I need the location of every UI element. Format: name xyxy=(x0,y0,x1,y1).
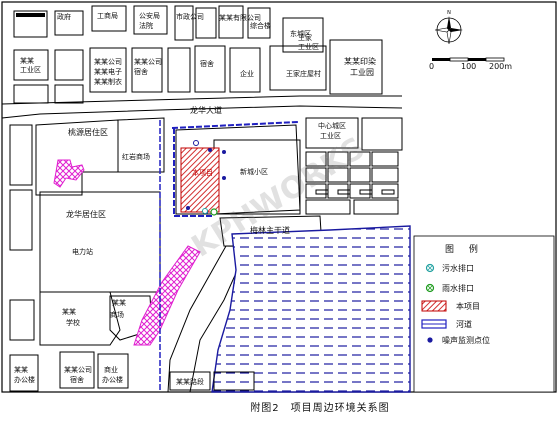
legend-item-project-area: 本项目 xyxy=(420,300,550,314)
map-label: 中心城区 xyxy=(318,122,346,130)
svg-text:N: N xyxy=(447,10,451,16)
map-label: 某某有限公司 xyxy=(219,14,261,22)
river-swatch xyxy=(421,319,447,329)
legend-label: 噪声监测点位 xyxy=(442,336,490,345)
legend-title: 图 例 xyxy=(445,245,484,255)
map-label: 法院 xyxy=(139,22,153,30)
legend-item-river: 河道 xyxy=(420,318,550,332)
project-area-swatch xyxy=(421,300,447,312)
map-label: 宿舍 xyxy=(134,68,148,76)
map-label: 东城区 xyxy=(290,30,311,38)
map-label: 办公楼 xyxy=(14,376,35,384)
map-label: 电力站 xyxy=(72,248,93,256)
compass-rose-icon: N xyxy=(434,10,463,45)
map-label: 政府 xyxy=(57,13,71,21)
scale-bar xyxy=(432,57,505,62)
road-label: 龙华大道 xyxy=(190,106,222,115)
map-label: 某某 xyxy=(20,57,34,65)
map-label: 工业区 xyxy=(20,66,41,74)
map-label: 综合楼 xyxy=(250,22,271,30)
map-label: 工商局 xyxy=(97,12,118,20)
map-label: 商场 xyxy=(110,311,124,319)
sewage-outlet-icon xyxy=(425,263,435,273)
map-label: 桃源居住区 xyxy=(68,128,108,137)
map-label: 宿舍 xyxy=(200,60,214,68)
legend-item-rain-outlet: 雨水排口 xyxy=(420,282,550,296)
map-label: 某某 xyxy=(112,299,126,307)
map-label: 工业区 xyxy=(298,43,319,51)
scale-zero: 0 xyxy=(429,62,435,71)
rain-outlet-icon xyxy=(425,283,435,293)
map-label: 宿舍 xyxy=(70,376,84,384)
noise-point-icon xyxy=(427,337,433,343)
map-label: 市政公司 xyxy=(176,13,204,21)
map-label: 某某 xyxy=(62,308,76,316)
map-label: 工业园 xyxy=(350,68,374,77)
map-label: 某某 xyxy=(14,366,28,374)
legend-label: 本项目 xyxy=(456,302,480,311)
legend-label: 河道 xyxy=(456,320,472,329)
map-label: 红岩商场 xyxy=(122,153,150,161)
map-label: 新城小区 xyxy=(240,168,268,176)
legend-item-sewage-outlet: 污水排口 xyxy=(420,262,550,276)
map-label: 某某制衣 xyxy=(94,78,122,86)
map-label: 公安局 xyxy=(139,12,160,20)
legend-item-noise-point: 噪声监测点位 xyxy=(420,334,550,348)
scale-mid: 100 xyxy=(461,62,477,71)
map-label: 企业 xyxy=(240,70,254,78)
map-label: 办公楼 xyxy=(102,376,123,384)
map-label: 商业 xyxy=(104,366,118,374)
scale-end: 200m xyxy=(489,62,513,71)
legend-label: 污水排口 xyxy=(442,264,474,273)
project-label: 本项目 xyxy=(192,169,213,177)
map-label: 某某印染 xyxy=(344,57,376,66)
map-label: 王家庄屋村 xyxy=(286,70,321,78)
figure-caption: 附图2 项目周边环境关系图 xyxy=(250,403,390,414)
map-label: 龙华居住区 xyxy=(66,210,106,219)
map-label: 某某电子 xyxy=(94,68,122,76)
road-label: 梅林主干道 xyxy=(250,226,290,235)
map-label: 某某公司 xyxy=(64,366,92,374)
legend-label: 雨水排口 xyxy=(442,284,474,293)
map-label: 王家 xyxy=(298,34,312,42)
map-label: 工业区 xyxy=(320,132,341,140)
map-label: 某某路段 xyxy=(176,378,204,386)
map-label: 学校 xyxy=(66,319,80,327)
map-label: 某某公司 xyxy=(94,58,122,66)
map-label: 某某公司 xyxy=(134,58,162,66)
